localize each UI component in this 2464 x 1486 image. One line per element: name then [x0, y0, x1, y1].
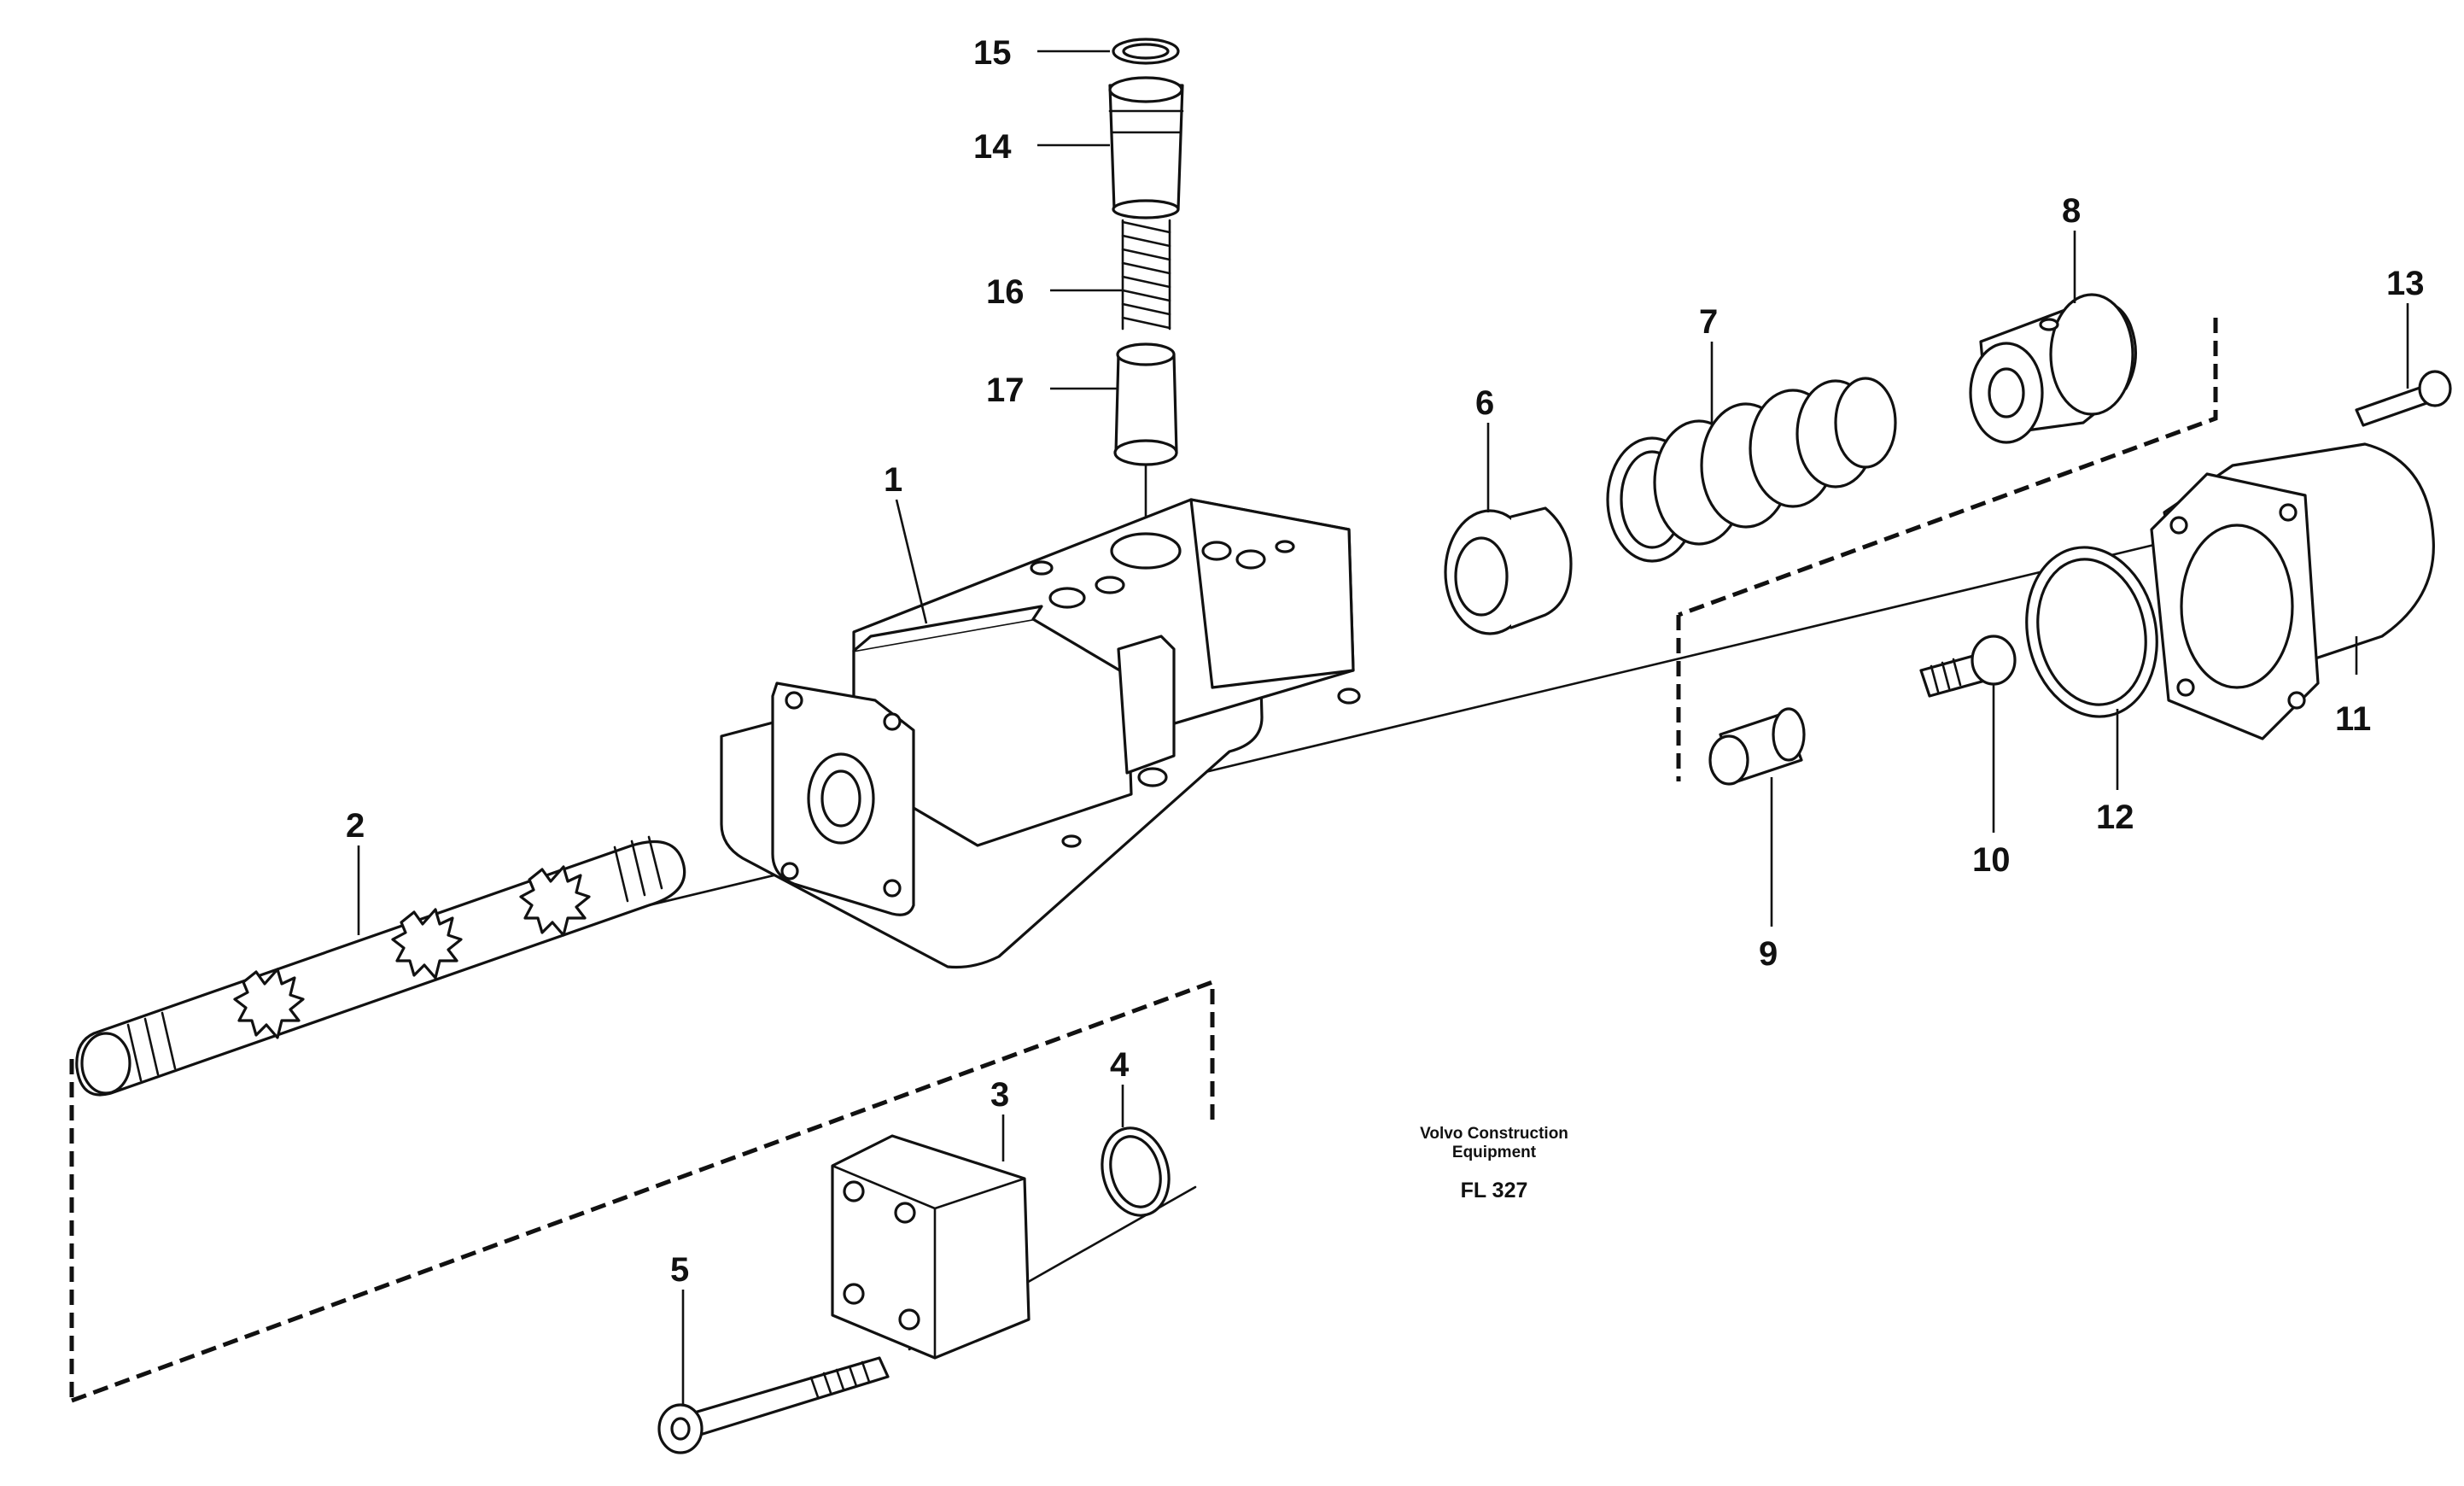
- part-number-11: 11: [2335, 700, 2371, 738]
- cover-11: [2150, 442, 2435, 740]
- part-number-5: 5: [670, 1251, 689, 1289]
- part-number-16: 16: [986, 273, 1025, 311]
- part-number-12: 12: [2096, 799, 2134, 836]
- part-number-4: 4: [1110, 1046, 1130, 1084]
- spring-7: [1606, 377, 1897, 563]
- spool-shaft: [75, 835, 686, 1097]
- part-number-1: 1: [884, 461, 902, 499]
- leader-lines: [357, 50, 2409, 1405]
- cap-plug-14: [1108, 76, 1184, 219]
- sleeve-17: [1113, 342, 1178, 466]
- part-number-13: 13: [2386, 265, 2425, 302]
- part-number-17: 17: [986, 372, 1025, 409]
- part-number-9: 9: [1759, 935, 1778, 973]
- part-number-7: 7: [1699, 303, 1718, 341]
- screw-10: [1919, 635, 2017, 698]
- group-bracket-left: [69, 979, 1215, 1403]
- part-number-10: 10: [1972, 841, 2011, 879]
- end-cover-block: [831, 1134, 1031, 1360]
- valve-housing: [720, 498, 1361, 969]
- part-number-6: 6: [1475, 384, 1494, 422]
- part-number-3: 3: [990, 1076, 1009, 1114]
- part-number-15: 15: [973, 34, 1012, 72]
- gasket-12: [2025, 546, 2158, 718]
- part-number-14: 14: [973, 128, 1012, 166]
- caption-line-2: Equipment: [1452, 1144, 1537, 1161]
- figure-code: FL 327: [1461, 1179, 1528, 1202]
- o-ring-15: [1112, 38, 1180, 65]
- bolt-5: [657, 1356, 890, 1454]
- bushing-9: [1708, 707, 1806, 786]
- group-bracket-right: [1676, 318, 2218, 781]
- o-ring-4: [1101, 1126, 1171, 1217]
- part-number-8: 8: [2062, 192, 2081, 230]
- sleeve-8: [1969, 293, 2138, 444]
- part-number-2: 2: [346, 807, 365, 845]
- caption-line-1: Volvo Construction: [1420, 1125, 1568, 1143]
- spring-16: [1121, 219, 1171, 331]
- bolt-13: [2355, 370, 2452, 427]
- spring-seat-6: [1444, 506, 1573, 635]
